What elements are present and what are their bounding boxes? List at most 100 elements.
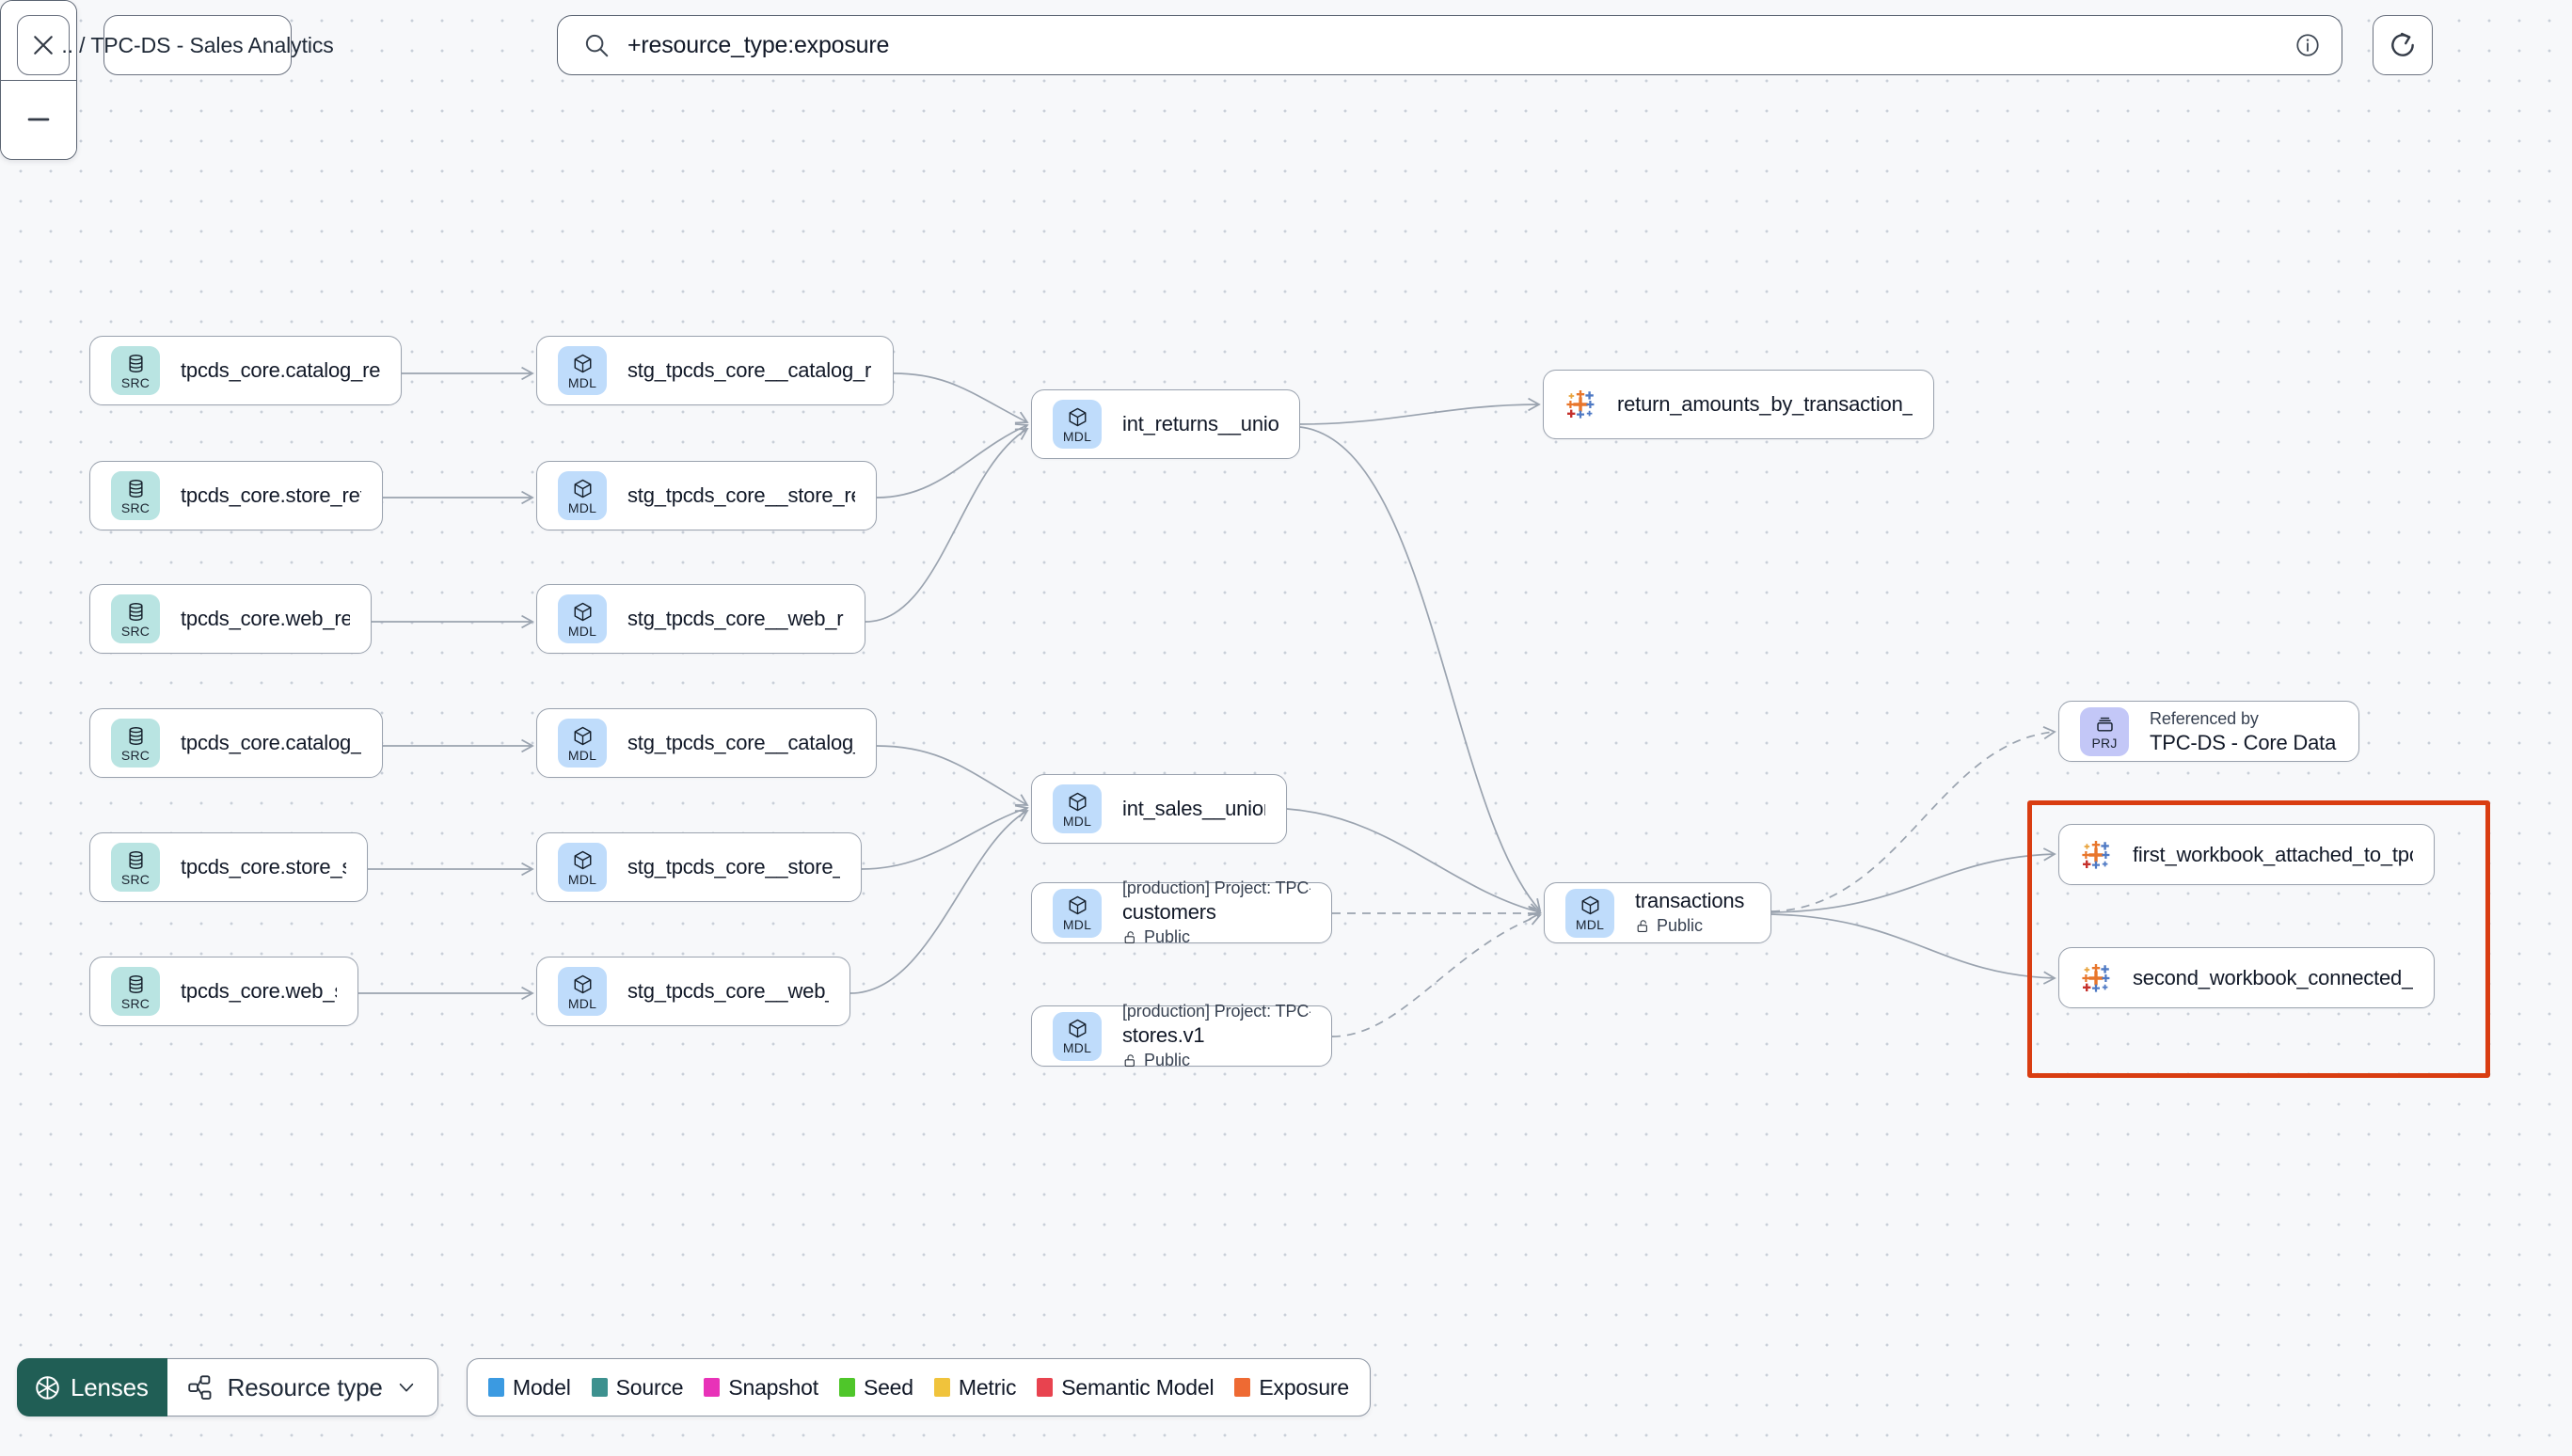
tableau-exposure-icon	[2082, 963, 2110, 992]
model-badge: MDL	[558, 967, 607, 1016]
node-body: transactions Public	[1635, 888, 1744, 939]
resource-type-legend: Model Source Snapshot Seed Metric Semantic Mo…	[467, 1358, 1371, 1416]
graph-node-stores_v1[interactable]: MDL[production] Project: TPC-DS - Core D…	[1031, 1002, 1332, 1069]
legend-swatch	[1234, 1378, 1251, 1397]
graph-node-first_workbook[interactable]: first_workbook_attached_to_tpc-ds_-_…	[2058, 824, 2435, 885]
source-badge: SRC	[111, 346, 160, 395]
node-title: tpcds_core.store_sales	[181, 855, 346, 879]
source-badge: SRC	[111, 719, 160, 768]
graph-node-src_catalog_returns[interactable]: SRC tpcds_core.catalog_returns	[89, 336, 402, 405]
legend-item-source[interactable]: Source	[591, 1374, 684, 1401]
node-privacy-badge: Public	[1122, 926, 1310, 949]
search-query-value: +resource_type:exposure	[627, 31, 890, 58]
node-body: stg_tpcds_core__web_sales	[627, 978, 829, 1005]
search-icon	[585, 34, 609, 57]
model-badge: MDL	[1053, 888, 1102, 938]
graph-node-int_returns_unioned[interactable]: MDL int_returns__unioned	[1031, 389, 1300, 459]
node-title: stg_tpcds_core__catalog_sales	[627, 731, 855, 755]
lenses-label: Lenses	[71, 1372, 149, 1401]
node-title: stg_tpcds_core__store_sales	[627, 855, 840, 879]
lock-open-icon	[1124, 931, 1135, 944]
resource-type-dropdown[interactable]: Resource type	[167, 1358, 438, 1416]
exposure-badge	[1564, 388, 1596, 420]
node-title: stg_tpcds_core__web_sales	[627, 979, 829, 1004]
node-body: int_returns__unioned	[1122, 411, 1278, 437]
legend-label: Source	[615, 1374, 684, 1400]
close-button[interactable]	[17, 15, 70, 75]
node-body: stg_tpcds_core__store_sales	[627, 854, 840, 880]
lock-open-icon	[1637, 920, 1647, 933]
node-title: int_sales__unioned	[1122, 797, 1265, 821]
info-icon[interactable]	[2294, 32, 2321, 58]
legend-swatch	[591, 1378, 608, 1397]
model-badge: MDL	[558, 719, 607, 768]
legend-item-snapshot[interactable]: Snapshot	[704, 1375, 818, 1401]
cube-icon	[574, 602, 591, 621]
chevron-down-icon	[399, 1383, 413, 1392]
cube-icon	[1069, 407, 1086, 426]
node-body: tpcds_core.web_returns	[181, 606, 350, 632]
legend-label: Snapshot	[728, 1374, 818, 1400]
node-title: second_workbook_connected_to_live…	[2133, 965, 2413, 989]
node-body: second_workbook_connected_to_live…	[2133, 965, 2413, 991]
node-privacy-badge: Public	[1635, 914, 1744, 938]
graph-node-stg_catalog_sales[interactable]: MDL stg_tpcds_core__catalog_sales	[536, 708, 877, 778]
node-privacy-badge: Public	[1122, 1049, 1310, 1072]
minus-icon	[27, 118, 50, 121]
legend-item-exposure[interactable]: Exposure	[1234, 1375, 1349, 1401]
graph-node-customers[interactable]: MDL[production] Project: TPC-DS - Core D…	[1031, 878, 1332, 946]
node-body: tpcds_core.store_returns	[181, 483, 361, 509]
database-icon	[128, 726, 143, 745]
node-body: tpcds_core.catalog_returns	[181, 357, 380, 384]
legend-item-seed[interactable]: Seed	[838, 1375, 913, 1401]
zoom-out-button[interactable]	[1, 79, 76, 159]
lenses-button[interactable]: Lenses	[17, 1358, 167, 1416]
graph-node-stg_web_sales[interactable]: MDL stg_tpcds_core__web_sales	[536, 957, 850, 1026]
source-badge: SRC	[111, 594, 160, 643]
node-body: tpcds_core.store_sales	[181, 854, 346, 880]
node-body: stg_tpcds_core__catalog_returns	[627, 357, 872, 384]
database-icon	[128, 850, 143, 869]
graph-node-src_web_returns[interactable]: SRC tpcds_core.web_returns	[89, 584, 372, 654]
project-badge: PRJ	[2080, 706, 2129, 756]
node-title: return_amounts_by_transaction_type	[1617, 392, 1913, 417]
model-badge: MDL	[1053, 400, 1102, 449]
node-title: first_workbook_attached_to_tpc-ds_-_…	[2133, 842, 2413, 866]
top-toolbar: .. / TPC-DS - Sales Analytics +resource_…	[0, 0, 2572, 110]
close-icon	[34, 36, 53, 55]
node-body: stg_tpcds_core__catalog_sales	[627, 730, 855, 756]
lens-control-group: Lenses Resource type	[17, 1358, 438, 1416]
resource-type-label: Resource type	[227, 1372, 383, 1401]
search-input[interactable]: +resource_type:exposure	[557, 15, 2342, 75]
legend-item-model[interactable]: Model	[488, 1375, 571, 1401]
cube-icon	[1069, 792, 1086, 811]
hierarchy-icon	[187, 1375, 212, 1400]
tableau-exposure-icon	[1566, 390, 1595, 419]
graph-node-src_store_returns[interactable]: SRC tpcds_core.store_returns	[89, 461, 383, 530]
graph-node-second_workbook[interactable]: second_workbook_connected_to_live…	[2058, 947, 2435, 1008]
refresh-icon	[2391, 32, 2414, 56]
refresh-button[interactable]	[2373, 15, 2433, 75]
cube-icon	[1069, 1019, 1086, 1038]
breadcrumb-button[interactable]: .. / TPC-DS - Sales Analytics	[61, 15, 334, 75]
legend-swatch	[1037, 1378, 1054, 1397]
legend-item-metric[interactable]: Metric	[933, 1375, 1016, 1401]
legend-swatch	[838, 1378, 855, 1397]
legend-item-semantic-model[interactable]: Semantic Model	[1037, 1375, 1215, 1401]
node-title: tpcds_core.web_sales	[181, 979, 337, 1004]
node-subtitle: Referenced by	[2150, 708, 2259, 728]
node-title: tpcds_core.web_returns	[181, 607, 350, 631]
source-badge: SRC	[111, 471, 160, 520]
graph-node-return_amounts[interactable]: return_amounts_by_transaction_type	[1543, 370, 1934, 439]
